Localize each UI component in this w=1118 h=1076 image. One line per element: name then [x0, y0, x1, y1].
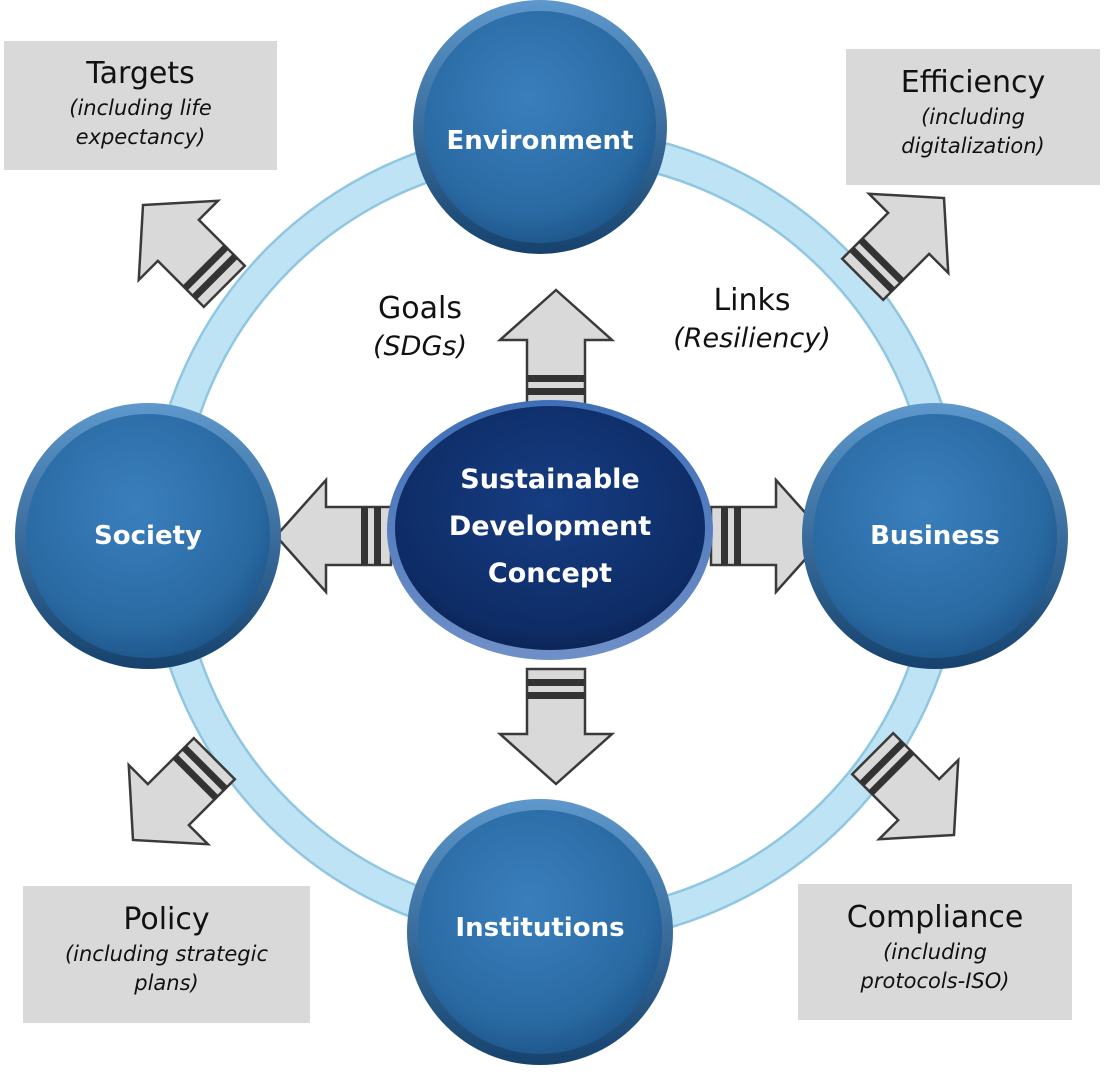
center-line-2: Development — [448, 511, 652, 542]
efficiency-box: Efficiency (including digitalization) — [846, 49, 1100, 185]
goals-arrow-icon — [498, 288, 614, 407]
center-label: Sustainable Development Concept — [400, 456, 700, 597]
center-node — [387, 400, 713, 660]
environment-label: Environment — [446, 126, 634, 156]
society-label: Society — [94, 521, 202, 551]
institutions-arrow-icon — [498, 667, 614, 786]
policy-title: Policy — [123, 902, 210, 937]
society-node — [15, 403, 281, 669]
targets-box: Targets (including life expectancy) — [4, 41, 277, 170]
center-line-1: Sustainable — [460, 464, 640, 495]
goals-label: Goals (SDGs) — [340, 289, 500, 365]
policy-sub-1: (including strategic — [64, 942, 269, 966]
policy-sub-2: plans) — [134, 971, 199, 995]
efficiency-sub-2: digitalization) — [901, 134, 1045, 158]
business-label: Business — [870, 521, 1000, 551]
goals-subtitle: (SDGs) — [373, 331, 467, 362]
compliance-sub-2: protocols-ISO) — [860, 969, 1010, 993]
society-arrow-icon — [274, 478, 393, 594]
links-subtitle: (Resiliency) — [673, 323, 831, 354]
goals-title: Goals — [378, 291, 462, 326]
institutions-label: Institutions — [455, 913, 625, 943]
links-title: Links — [713, 283, 791, 318]
business-node — [802, 403, 1068, 669]
targets-title: Targets — [86, 56, 195, 91]
compliance-title: Compliance — [846, 900, 1024, 935]
efficiency-sub-1: (including — [921, 105, 1025, 129]
policy-box: Policy (including strategic plans) — [23, 886, 310, 1023]
targets-sub-2: expectancy) — [75, 125, 206, 149]
compliance-box: Compliance (including protocols-ISO) — [798, 884, 1072, 1020]
efficiency-title: Efficiency — [900, 65, 1046, 100]
compliance-sub-1: (including — [883, 940, 987, 964]
environment-node — [413, 0, 667, 254]
links-label: Links (Resiliency) — [652, 281, 852, 357]
institutions-node — [407, 799, 673, 1065]
targets-sub-1: (including life — [69, 96, 212, 120]
center-line-3: Concept — [487, 558, 613, 589]
